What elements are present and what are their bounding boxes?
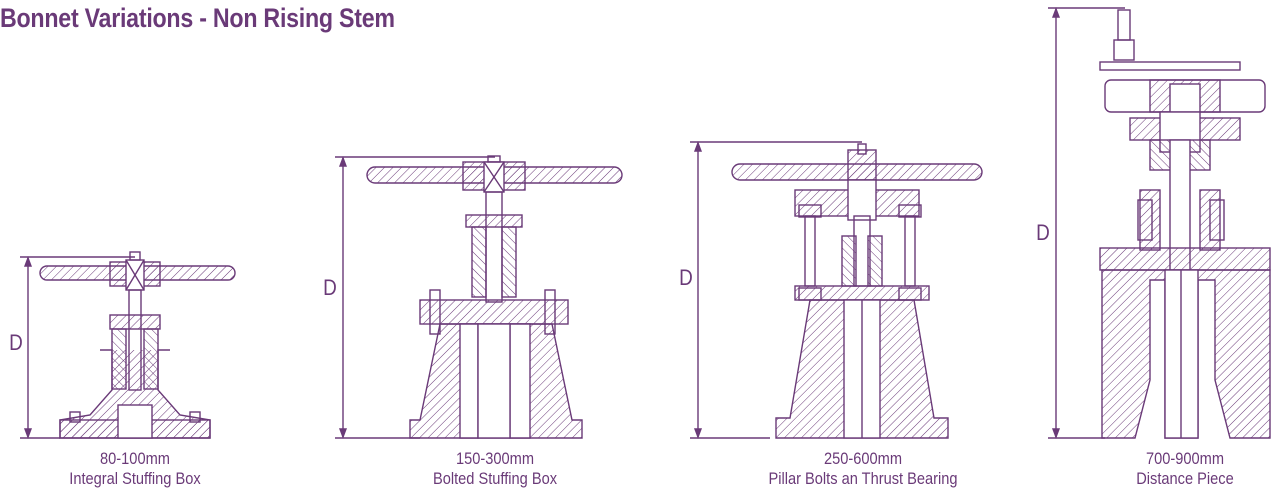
dimension-label-d: D: [323, 275, 337, 300]
variant-caption: 150-300mm Bolted Stuffing Box: [413, 449, 576, 489]
variant-name: Distance Piece: [1136, 469, 1234, 488]
variant-size: 700-900mm: [1145, 449, 1225, 468]
variant-caption: 250-600mm Pillar Bolts an Thrust Bearing: [738, 449, 987, 489]
variant-caption: 700-900mm Distance Piece: [1112, 449, 1258, 489]
page-title: Bonnet Variations - Non Rising Stem: [0, 3, 395, 33]
variant-name: Bolted Stuffing Box: [432, 469, 558, 488]
variant-size: 250-600mm: [823, 449, 903, 468]
valve-drawing-pillar-bolts-thrust-bearing: [690, 141, 983, 439]
valve-drawing-distance-piece: [1048, 7, 1271, 439]
dimension-label-d: D: [1036, 220, 1050, 245]
variant-name: Integral Stuffing Box: [69, 469, 201, 488]
dimension-label-d: D: [679, 265, 693, 290]
valve-drawing-integral-stuffing-box: [20, 251, 236, 439]
valve-drawing-bolted-stuffing-box: [335, 155, 623, 439]
variant-name: Pillar Bolts an Thrust Bearing: [768, 469, 958, 488]
variant-size: 80-100mm: [100, 449, 170, 468]
variant-size: 150-300mm: [455, 449, 535, 468]
dimension-label-d: D: [9, 330, 23, 355]
variant-caption: 80-100mm Integral Stuffing Box: [53, 449, 216, 489]
